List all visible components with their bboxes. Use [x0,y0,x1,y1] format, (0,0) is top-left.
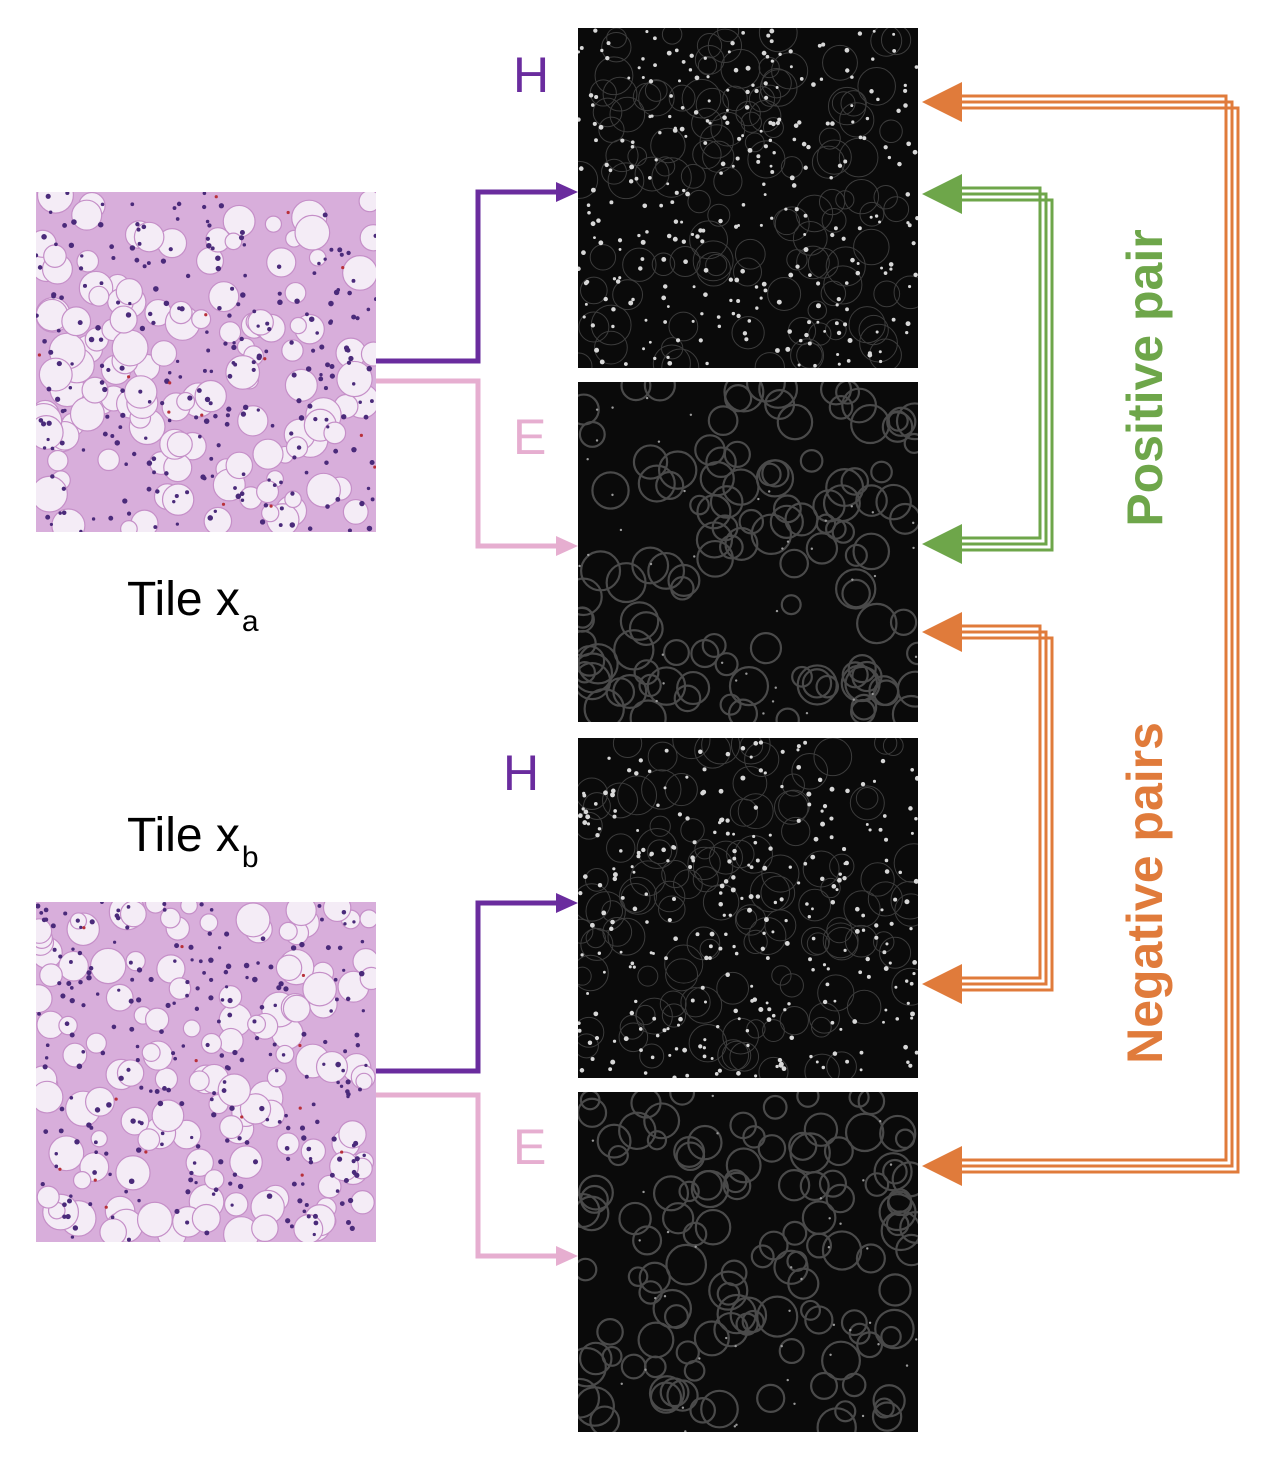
tile-xb-label-text: Tile x [127,809,240,862]
h-channel-label-a: H [513,47,550,103]
stain-texture [578,382,918,722]
tile-xb-e-channel-image [578,1092,918,1432]
tile-xb-subscript: b [241,841,259,874]
e-channel-label-b: E [513,1119,547,1175]
tile-xa-image [36,192,376,532]
negative-pairs-label: Negative pairs [1117,722,1173,1064]
arrow-tile-a-to-h [376,182,578,364]
positive-pair-label: Positive pair [1117,229,1173,527]
tile-xb-h-channel-image [578,738,918,1078]
stain-texture [578,1092,918,1432]
e-channel-label-a: E [513,409,547,465]
tile-xb-image [36,902,376,1242]
negative-pair-connector-outer [922,82,1240,1186]
negative-pair-connector-inner [922,612,1054,1004]
arrow-tile-b-to-h [376,893,578,1074]
tile-xa-label: Tile xa [127,572,259,638]
tile-xa-e-channel-image [578,382,918,722]
positive-pair-connector [922,174,1054,564]
arrow-tile-a-to-e [376,378,578,556]
tile-xa-label-text: Tile x [127,573,240,626]
tile-xa-h-channel-image [578,28,918,368]
h-channel-label-b: H [503,745,540,801]
tile-xa-subscript: a [241,605,259,638]
tile-xb-label: Tile xb [127,808,259,874]
arrow-tile-b-to-e [376,1092,578,1266]
stain-texture [578,28,918,368]
tissue-texture [36,192,376,532]
tissue-texture [36,902,376,1242]
stain-texture [578,738,918,1078]
